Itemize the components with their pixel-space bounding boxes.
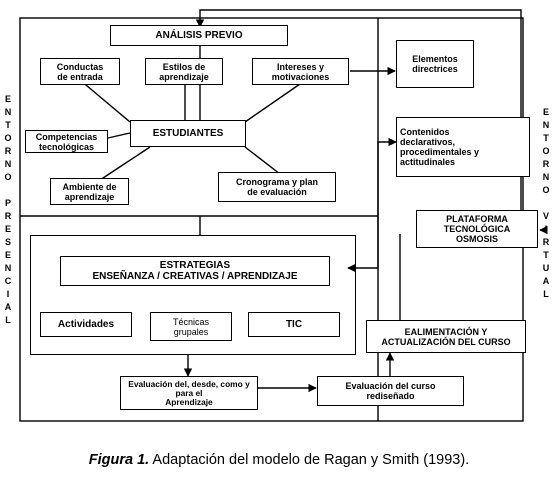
- tecnicas-box: Técnicas grupales: [150, 312, 232, 341]
- estrategias-region: [30, 235, 356, 355]
- vertical-letter: R: [4, 211, 12, 221]
- evaluacion-aprendizaje-box: Evaluación del, desde, como y para el Ap…: [120, 376, 258, 410]
- vertical-letter: N: [4, 107, 12, 117]
- evaluacion-aprendizaje-label: Evaluación del, desde, como y para el Ap…: [128, 378, 250, 407]
- vertical-letter: P: [4, 198, 11, 208]
- vertical-letter: O: [542, 185, 550, 195]
- competencias-label: Competencias tecnológicas: [35, 131, 98, 152]
- spoke-intereses: [244, 83, 301, 123]
- vertical-letter: R: [542, 159, 550, 169]
- vertical-letter: E: [4, 250, 11, 260]
- actividades-label: Actividades: [57, 319, 115, 330]
- caption-label: Figura 1.: [88, 452, 150, 468]
- estilos-box: Estilos de aprendizaje: [145, 58, 223, 85]
- spoke-ambiente: [99, 146, 151, 181]
- vertical-letter: C: [4, 276, 12, 286]
- analisis-previo-label: ANÁLISIS PREVIO: [155, 30, 243, 41]
- actividades-box: Actividades: [40, 312, 132, 337]
- vertical-letter: N: [4, 159, 12, 169]
- vertical-letter: L: [5, 315, 11, 325]
- vertical-letter: O: [4, 133, 12, 143]
- vertical-letter: I: [6, 289, 10, 299]
- tecnicas-label: Técnicas grupales: [172, 316, 209, 337]
- spoke-competencias: [107, 132, 131, 139]
- spoke-conductas: [79, 79, 131, 123]
- vertical-letter: L: [543, 289, 549, 299]
- vertical-letter: N: [542, 172, 550, 182]
- elementos-label: Elementos directrices: [412, 54, 458, 74]
- arrow-contenidos-estrategias: [347, 137, 397, 273]
- contenidos-label: Contenidos declarativos, procedimentales…: [400, 127, 480, 167]
- estudiantes-box: ESTUDIANTES: [130, 120, 246, 147]
- competencias-box: Competencias tecnológicas: [25, 130, 108, 153]
- caption-text: Adaptación del modelo de Ragan y Smith (…: [149, 452, 470, 468]
- plataforma-label: PLATAFORMA TECNOLÓGICA OSMOSIS: [443, 214, 511, 244]
- vertical-letter: R: [542, 237, 550, 247]
- vertical-letter: N: [542, 120, 550, 130]
- vertical-letter: E: [4, 224, 11, 234]
- realimentacion-box: EALIMENTACIÓN Y ACTUALIZACIÓN DEL CURSO: [366, 320, 526, 353]
- estrategias-box: ESTRATEGIAS ENSEÑANZA / CREATIVAS / APRE…: [60, 256, 330, 286]
- contenidos-box: Contenidos declarativos, procedimentales…: [396, 117, 530, 177]
- vertical-letter: S: [4, 237, 11, 247]
- ambiente-label: Ambiente de aprendizaje: [62, 181, 117, 202]
- estrategias-label: ESTRATEGIAS ENSEÑANZA / CREATIVAS / APRE…: [92, 260, 298, 282]
- tic-label: TIC: [285, 319, 303, 330]
- conductas-box: Conductas de entrada: [40, 58, 120, 85]
- cronograma-box: Cronograma y plan de evaluación: [218, 172, 336, 202]
- conductas-label: Conductas de entrada: [56, 61, 104, 82]
- vertical-letter: O: [4, 172, 12, 182]
- vertical-letter: T: [543, 133, 549, 143]
- vertical-letter: T: [5, 120, 11, 130]
- evaluacion-curso-box: Evaluación del curso rediseñado: [317, 376, 464, 406]
- plataforma-box: PLATAFORMA TECNOLÓGICA OSMOSIS: [416, 210, 538, 248]
- tic-box: TIC: [248, 312, 340, 337]
- vertical-letter: O: [542, 146, 550, 156]
- evaluacion-curso-label: Evaluación del curso rediseñado: [345, 381, 436, 401]
- vertical-letter: U: [542, 263, 550, 273]
- vertical-letter: V: [542, 211, 549, 221]
- vertical-letter: A: [4, 302, 12, 312]
- vertical-letter: E: [542, 107, 549, 117]
- cronograma-label: Cronograma y plan de evaluación: [235, 177, 318, 197]
- intereses-box: Intereses y motivaciones: [252, 58, 349, 85]
- estudiantes-label: ESTUDIANTES: [152, 128, 224, 139]
- ambiente-box: Ambiente de aprendizaje: [50, 178, 129, 205]
- vertical-letter: A: [542, 276, 550, 286]
- elementos-box: Elementos directrices: [396, 40, 474, 88]
- vertical-letter: I: [544, 224, 548, 234]
- spoke-cronograma: [244, 146, 281, 175]
- figure-caption: Figura 1. Adaptación del modelo de Ragan…: [0, 452, 558, 468]
- vertical-letter: R: [4, 146, 12, 156]
- vertical-letter: E: [4, 94, 11, 104]
- vertical-letter: T: [543, 250, 549, 260]
- estilos-label: Estilos de aprendizaje: [159, 61, 209, 82]
- realimentacion-label: EALIMENTACIÓN Y ACTUALIZACIÓN DEL CURSO: [381, 326, 511, 347]
- analisis-previo-box: ANÁLISIS PREVIO: [110, 25, 288, 46]
- intereses-label: Intereses y motivaciones: [271, 61, 330, 82]
- vertical-letter: N: [4, 263, 12, 273]
